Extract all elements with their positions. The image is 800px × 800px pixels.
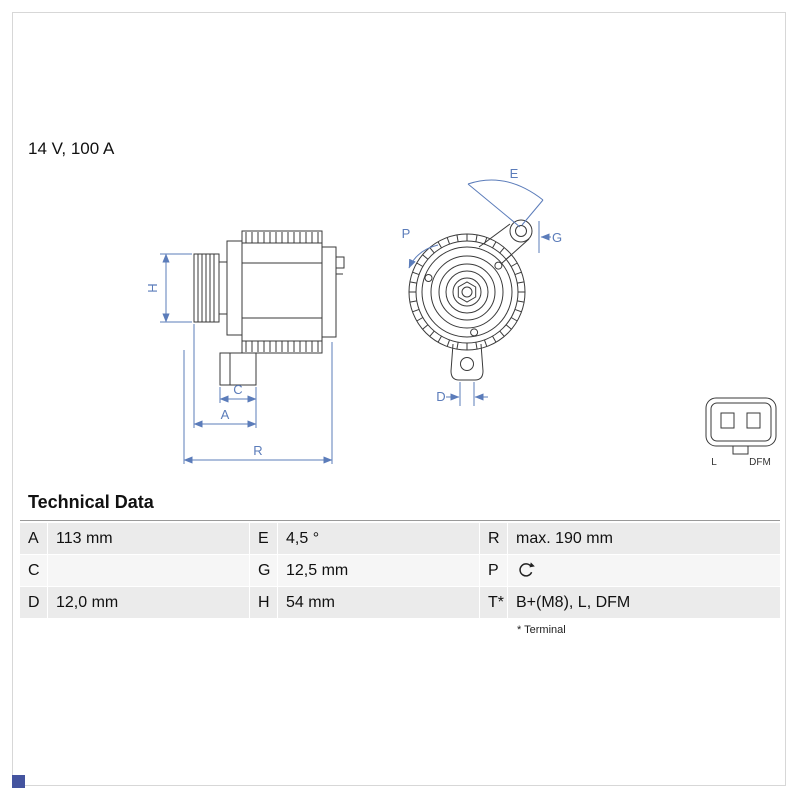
connector-drawing [705,397,777,455]
table-top-rule [20,520,780,521]
spec-key-g: G [250,555,277,586]
cooling-fins [245,232,319,352]
spec-value-t: B+(M8), L, DFM [508,587,780,618]
dim-label-g: G [552,230,562,245]
technical-data-table: A 113 mm E 4,5 ° R max. 190 mm C G 12,5 … [20,523,780,618]
connector-pin-label-l: L [711,457,717,468]
spec-key-c: C [20,555,47,586]
spec-key-t: T* [480,587,507,618]
spec-value-c [48,555,249,586]
dim-label-e: E [510,166,519,181]
rotation-direction-icon [519,562,535,577]
table-row: D 12,0 mm H 54 mm T* B+(M8), L, DFM [20,587,780,618]
dim-label-h: H [145,283,160,292]
spec-key-h: H [250,587,277,618]
spec-value-d: 12,0 mm [48,587,249,618]
spec-value-a: 113 mm [48,523,249,554]
fan-tooth-ring [409,234,525,350]
dim-label-r: R [253,443,262,458]
spec-key-e: E [250,523,277,554]
spec-value-p [508,555,780,586]
connector-pin-label-dfm: DFM [749,457,771,468]
page-border-frame [12,12,786,786]
pulley-grooves [197,254,215,322]
terminal-footnote: * Terminal [517,624,566,636]
side-view-dimensions [160,253,333,464]
technical-data-section: Technical Data A 113 mm E 4,5 ° R max. 1… [20,492,780,636]
brand-corner-accent [12,775,25,788]
spec-value-e: 4,5 ° [278,523,479,554]
spec-key-a: A [20,523,47,554]
table-row: A 113 mm E 4,5 ° R max. 190 mm [20,523,780,554]
technical-data-title: Technical Data [28,492,154,512]
table-row: C G 12,5 mm P [20,555,780,586]
front-view-drawing [408,219,533,381]
front-view-dimensions [408,179,551,406]
dim-label-d: D [436,389,445,404]
spec-key-r: R [480,523,507,554]
dim-label-c: C [233,382,242,397]
side-view-drawing [193,230,345,386]
spec-value-g: 12,5 mm [278,555,479,586]
dim-label-a: A [221,407,230,422]
technical-drawing: H C A R E P G [145,166,777,468]
dim-label-p: P [402,226,411,241]
spec-value-r: max. 190 mm [508,523,780,554]
product-rating: 14 V, 100 A [28,139,115,158]
spec-value-h: 54 mm [278,587,479,618]
spec-key-p: P [480,555,507,586]
spec-key-d: D [20,587,47,618]
